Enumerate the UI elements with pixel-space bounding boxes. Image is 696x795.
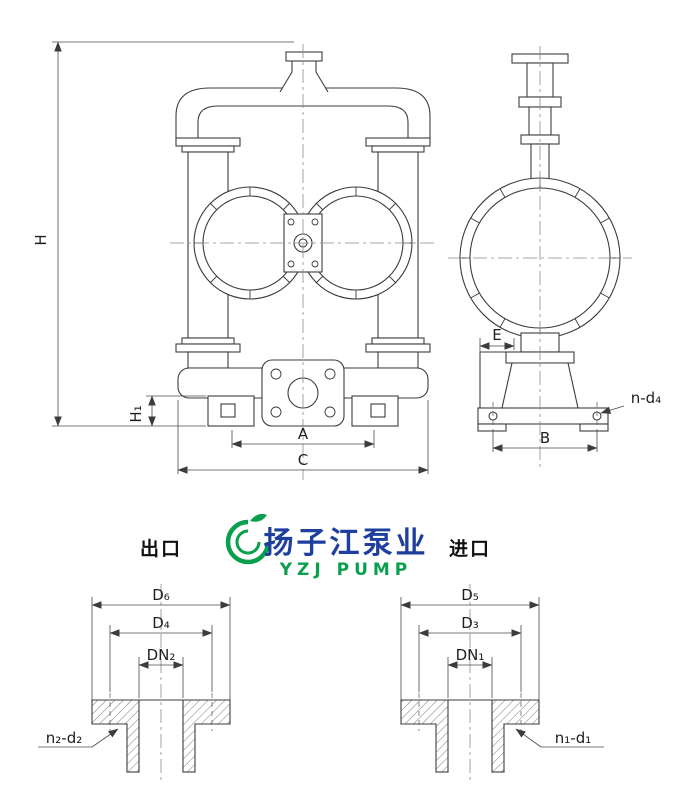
inlet-flange-detail: D₅ D₃ DN₁ n₁-d₁: [400, 584, 604, 782]
logo-chinese-text: 扬子江泵业: [264, 526, 429, 561]
dim-label-A: A: [298, 425, 309, 443]
outlet-dimensions: D₆ D₄ DN₂ n₂-d₂: [38, 586, 231, 748]
bolt-spec-label-nd4: n-d₄: [631, 389, 661, 407]
front-view: H H₁ A C: [32, 41, 438, 480]
right-foot: [351, 395, 399, 427]
dim-label-D4: D₄: [152, 614, 170, 632]
dim-label-D6: D₆: [152, 586, 170, 604]
dim-label-E: E: [492, 326, 501, 344]
discharge-flange: [285, 51, 323, 62]
outlet-title: 出口: [140, 537, 182, 560]
dim-label-DN1: DN₁: [456, 646, 485, 664]
inlet-title: 进口: [449, 538, 491, 560]
dim-label-D3: D₃: [461, 614, 479, 632]
inlet-dimensions: D₅ D₃ DN₁ n₁-d₁: [400, 586, 604, 748]
dim-label-D5: D₅: [461, 586, 479, 604]
side-base-plate: [477, 407, 609, 425]
dim-label-H1: H₁: [127, 405, 145, 422]
side-view-dimensions: E B n-d₄: [479, 326, 661, 452]
discharge-port: [279, 60, 329, 93]
outlet-flange-section: [91, 699, 231, 773]
left-foot: [207, 395, 255, 427]
dim-label-B: B: [540, 429, 550, 447]
logo: 扬子江泵业 YZJ PUMP: [225, 513, 429, 580]
side-left-bracket: [479, 351, 507, 409]
side-view: E B n-d₄: [448, 46, 661, 470]
inlet-flange-section: [400, 699, 540, 773]
outlet-flange-detail: D₆ D₄ DN₂ n₂-d₂: [38, 584, 231, 782]
logo-swirl-icon: [225, 513, 271, 565]
bolt-spec-label-n1d1: n₁-d₁: [555, 729, 591, 747]
dim-label-DN2: DN₂: [147, 646, 176, 664]
front-view-dimensions: H H₁ A C: [32, 41, 429, 474]
bolt-spec-label-n2d2: n₂-d₂: [46, 729, 82, 747]
dim-label-H: H: [32, 234, 50, 245]
logo-english-text: YZJ PUMP: [279, 560, 413, 580]
dim-label-C: C: [298, 451, 308, 469]
